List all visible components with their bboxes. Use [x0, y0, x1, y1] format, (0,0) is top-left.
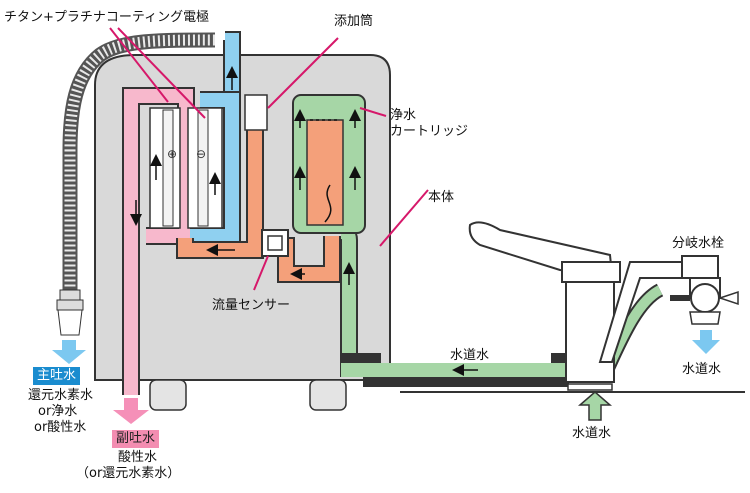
sub-outlet-badge: 副吐水	[112, 430, 160, 448]
main-outlet-arrow	[52, 340, 86, 364]
tap-water-outlet-label: 水道水	[682, 362, 722, 377]
faucet	[400, 221, 745, 393]
tap-water-pipe-label: 水道水	[450, 348, 490, 363]
sub-outlet-line1: 酸性水	[118, 450, 158, 465]
electrode-cells	[150, 109, 221, 227]
main-outlet-line2: or浄水	[38, 404, 78, 419]
leader-lines	[109, 27, 429, 291]
body-label: 本体	[428, 190, 455, 205]
purifier-label-line2: カートリッジ	[390, 124, 469, 139]
additive-tube	[244, 94, 268, 131]
main-outlet-line1: 還元水素水	[28, 388, 94, 403]
flow-sensor-label: 流量センサー	[212, 298, 291, 313]
main-outlet-line3: or酸性水	[34, 420, 87, 435]
additive-tube-label: 添加筒	[334, 14, 374, 29]
tap-outlet-arrow	[692, 330, 720, 354]
minus-symbol: ⊖	[196, 147, 207, 161]
tap-water-inlet-label: 水道水	[572, 426, 612, 441]
branch-valve	[598, 255, 739, 363]
pink-flow	[122, 87, 195, 395]
plus-symbol: ⊕	[167, 147, 178, 161]
purifier-label-line1: 浄水	[390, 108, 417, 123]
electrode-label: チタン+プラチナコーティング電極	[4, 10, 210, 25]
main-outlet-badge: 主吐水	[33, 367, 81, 385]
sub-outlet-arrow	[113, 398, 149, 424]
tap-inlet-arrow	[577, 391, 613, 421]
sub-outlet-line2: （or還元水素水）	[76, 466, 181, 481]
branch-valve-label: 分岐水栓	[672, 236, 725, 251]
hose	[56, 32, 216, 336]
flow-sensor	[261, 229, 289, 257]
